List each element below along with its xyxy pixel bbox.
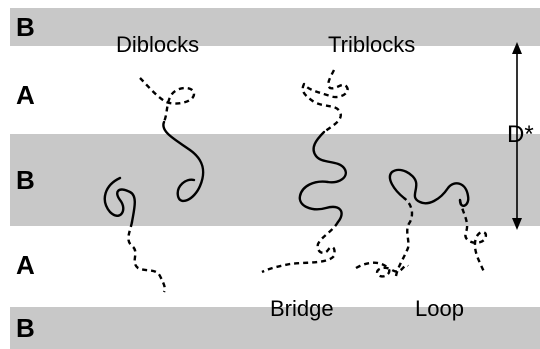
triblock-bridge-chain xyxy=(261,69,349,274)
layer-label-b-middle: B xyxy=(16,165,35,195)
bridge-label: Bridge xyxy=(270,296,334,321)
triblock-bridge-end-segment xyxy=(355,261,409,278)
diblock-chain-left xyxy=(103,176,166,293)
layer-label-a-upper: A xyxy=(16,80,35,110)
loop-label: Loop xyxy=(415,296,464,321)
b-domain-band-bottom xyxy=(10,307,540,349)
b-domain-band-middle xyxy=(10,134,540,226)
diblock-chain-right xyxy=(139,77,205,203)
period-label: D* xyxy=(507,121,534,148)
layer-label-b-top: B xyxy=(16,12,35,42)
period-arrow xyxy=(512,42,522,230)
layer-label-b-bottom: B xyxy=(16,313,35,343)
diblocks-label: Diblocks xyxy=(116,32,199,57)
b-domain-band-top xyxy=(10,8,540,46)
triblock-loop-chain xyxy=(388,168,488,277)
triblocks-label: Triblocks xyxy=(328,32,415,57)
layer-label-a-lower: A xyxy=(16,250,35,280)
